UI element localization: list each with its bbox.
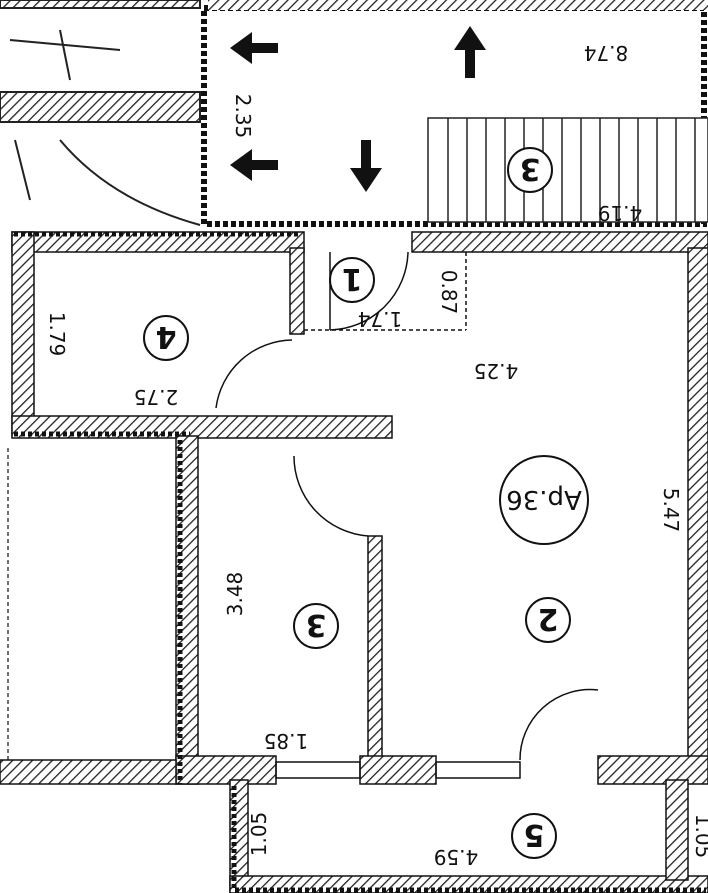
corridor-length: 8.74 [584,41,629,65]
door-swings [215,251,599,779]
adjacent-sketch [0,0,201,226]
room-number-badge-icon: 4 [143,315,189,361]
corridor-width: 2.35 [231,94,255,139]
staircase [427,117,708,223]
room-3-width: 1.85 [264,729,309,753]
room-3-number: 3 [306,607,327,642]
room-2-length: 5.47 [659,488,683,533]
stair-number: 3 [520,151,541,186]
stair-length: 4.19 [598,201,643,225]
room-badges: 3 1 4 3 2 5 Ap.36 [143,147,589,859]
room-4-width: 1.79 [45,312,69,357]
edge-dimension: 1.05 [691,814,708,859]
room-5-number: 5 [524,817,545,852]
room-5-length: 4.59 [434,845,479,869]
room-number-badge-icon: 1 [329,257,375,303]
room-2-number: 2 [538,601,559,636]
arrow-up-icon [454,26,486,78]
room-1-length: 1.74 [358,307,403,331]
dimension-labels: 8.74 2.35 4.19 1.74 0.87 4.25 5.47 3.48 … [45,41,708,869]
arrow-left-icon [230,32,278,64]
room-number-badge-icon: 3 [507,147,553,193]
room-number-badge-icon: 2 [525,597,571,643]
apartment-badge: Ap.36 [499,455,589,545]
room-4-length: 2.75 [134,385,179,409]
room-number-badge-icon: 3 [293,603,339,649]
room-3-length: 3.48 [223,572,247,617]
room-5-width: 1.05 [247,812,271,857]
apartment-label: Ap.36 [506,484,582,514]
arrow-down-icon [350,140,382,192]
dotted-borders [7,231,706,893]
arrow-left-icon [230,149,278,181]
room-4-number: 4 [156,319,177,354]
corridor-outline [201,0,708,227]
walls [0,231,708,893]
room-1-number: 1 [342,261,363,296]
room-number-badge-icon: 5 [511,813,557,859]
room-2-width: 4.25 [474,359,519,383]
room-1-width: 0.87 [437,270,461,315]
